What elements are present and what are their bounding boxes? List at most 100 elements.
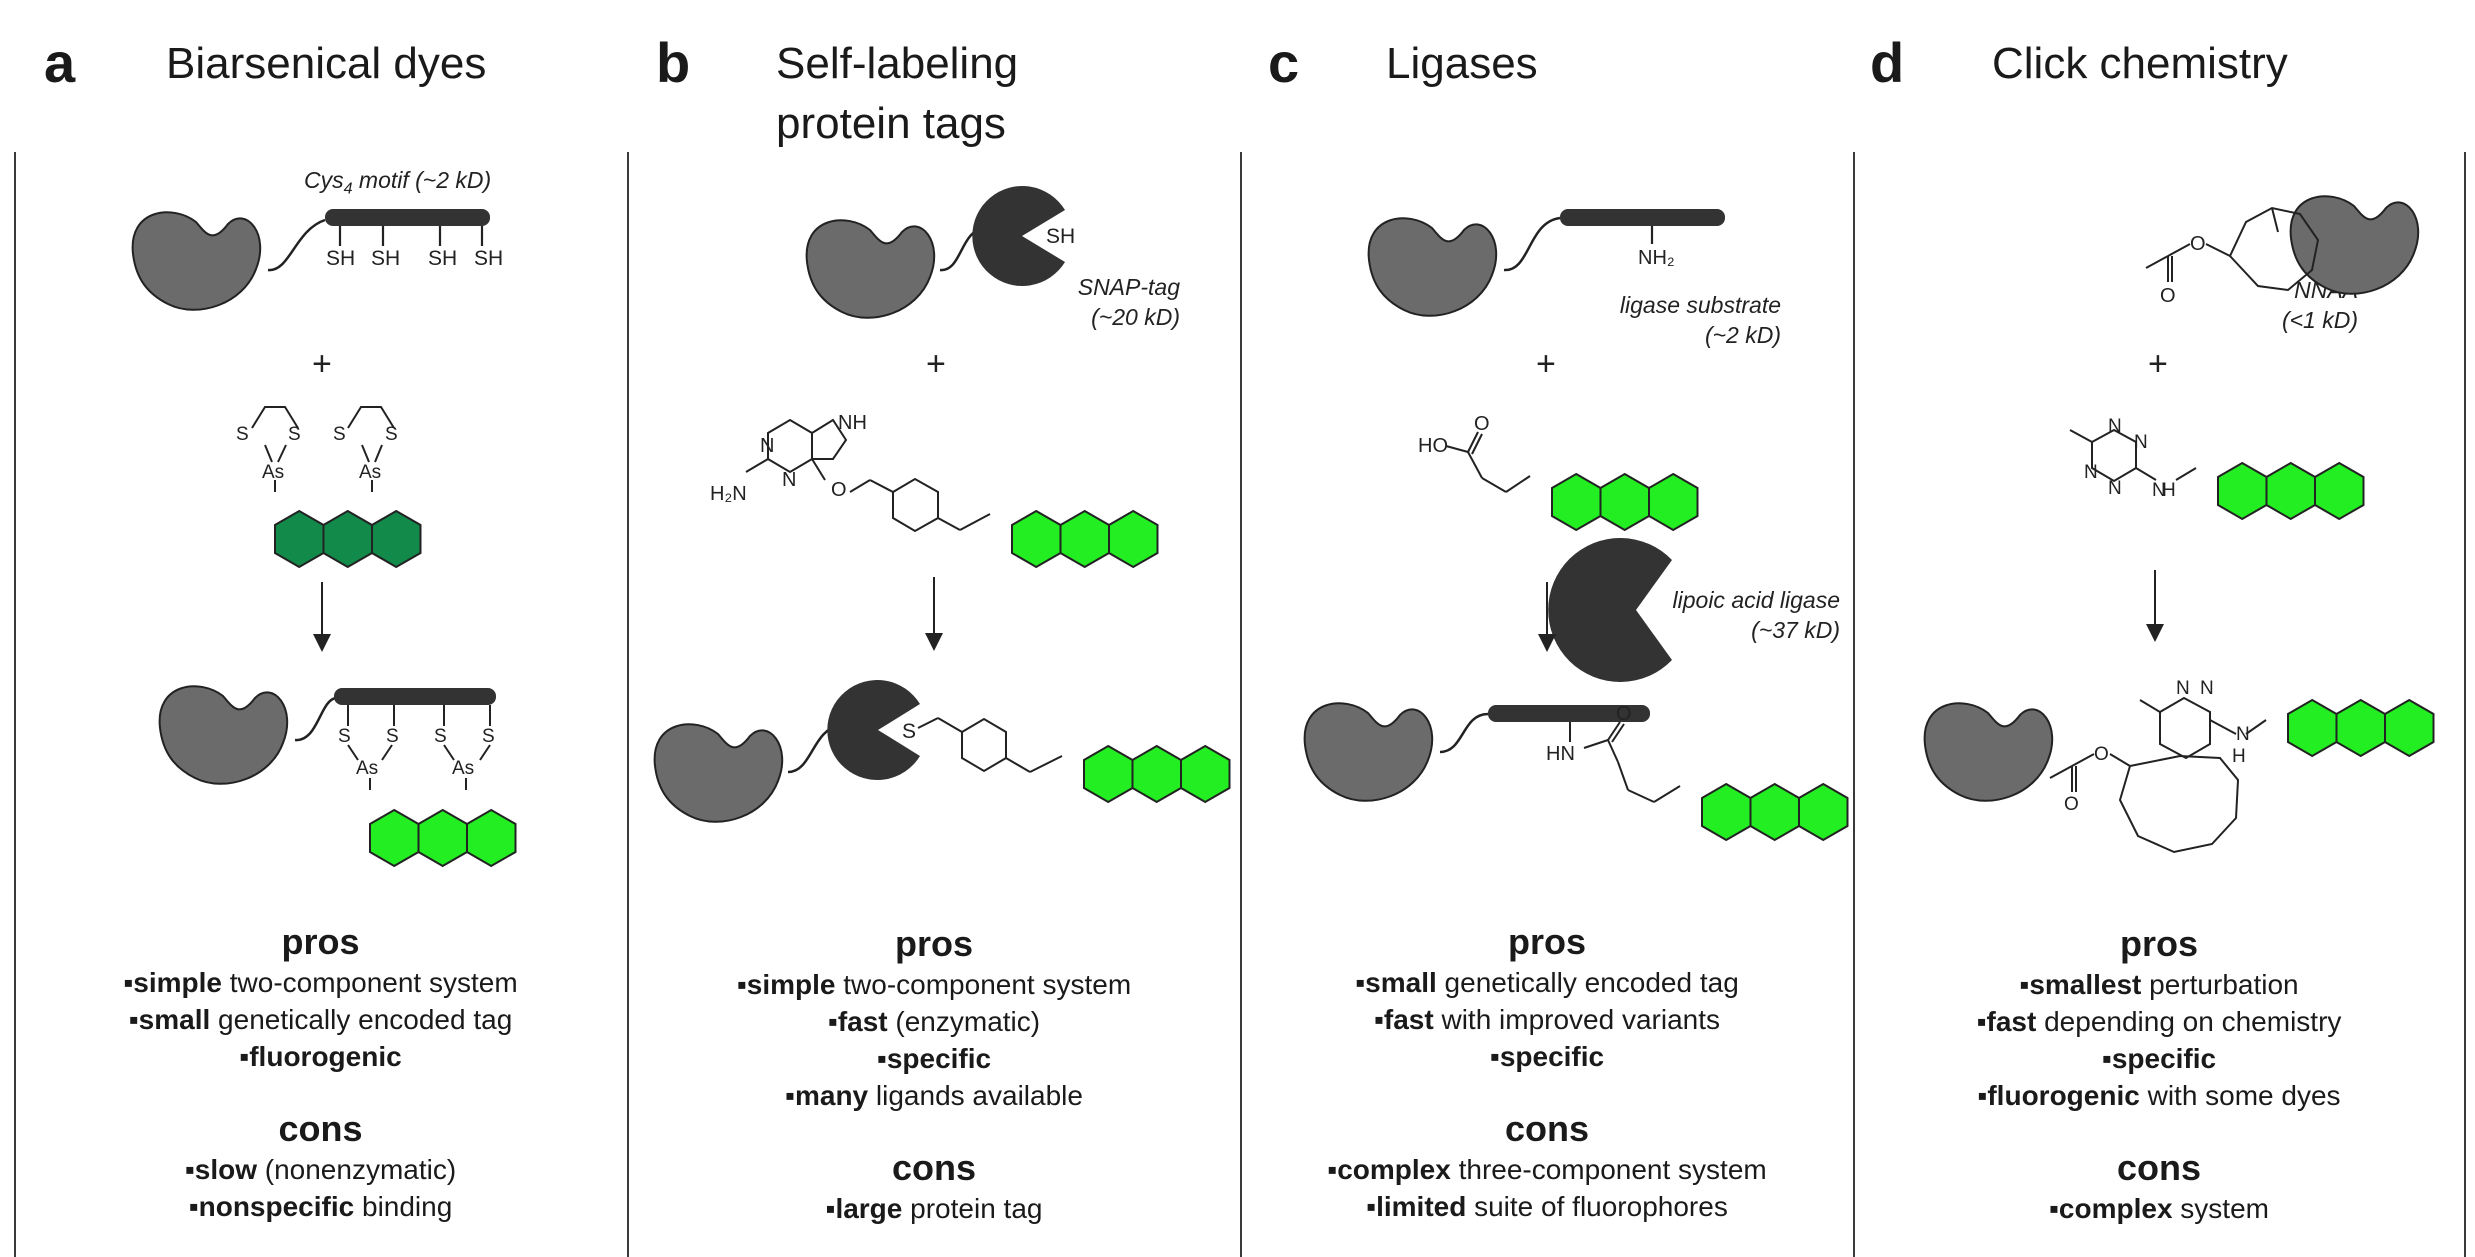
labeled-protein — [1923, 702, 2054, 802]
panel-a-pros-cons: pros ▪simple two-component system ▪small… — [14, 916, 627, 1225]
panel-b-pros-cons: pros ▪simple two-component system ▪fast … — [628, 918, 1240, 1227]
panel-title-b: Self-labeling protein tags — [776, 34, 1018, 154]
pro-item: ▪fluorogenic with some dyes — [1977, 1080, 2341, 1111]
pro-item: ▪specific — [876, 1043, 992, 1074]
panel-d-product: O O N N N H — [1923, 678, 2435, 854]
fluorophore-ring — [1180, 744, 1231, 804]
svg-text:O: O — [2094, 744, 2109, 765]
svg-text:SH: SH — [474, 247, 503, 270]
fluorophore-core — [274, 509, 422, 569]
cons-header: cons — [1504, 1108, 1590, 1149]
reaction-arrow — [1538, 582, 1556, 652]
plus-sign: + — [926, 345, 946, 383]
svg-text:N: N — [760, 435, 774, 457]
pro-item: ▪fluorogenic — [239, 1041, 402, 1072]
panel-letter-a: a — [44, 31, 76, 94]
target-protein — [2289, 195, 2420, 295]
svg-text:S: S — [236, 424, 249, 445]
fluorophore-ring — [1798, 782, 1849, 842]
bonds — [347, 705, 491, 790]
panel-letter-d: d — [1870, 31, 1905, 94]
panel-divider — [627, 152, 629, 1257]
click-product — [2049, 696, 2267, 854]
svg-text:SH: SH — [326, 247, 355, 270]
snap-tag-enzyme — [972, 186, 1065, 286]
panel-d-diagram: O O + N N N N N H — [2069, 195, 2420, 521]
panel-letter-c: c — [1268, 31, 1300, 94]
fluorophore-ring — [1108, 509, 1159, 569]
svg-text:As: As — [262, 462, 284, 483]
svg-text:N: N — [2176, 678, 2190, 699]
panel-c-diagram: NH₂ + HO O — [1367, 209, 1725, 683]
svg-text:As: As — [359, 462, 381, 483]
svg-text:HN: HN — [1546, 743, 1575, 765]
panel-c-pros-cons: pros ▪small genetically encoded tag ▪fas… — [1241, 916, 1853, 1225]
svg-text:S: S — [434, 726, 447, 747]
pro-item: ▪specific — [1489, 1041, 1605, 1072]
svg-text:As: As — [452, 758, 474, 779]
svg-text:H: H — [2162, 480, 2176, 501]
pro-item: ▪simple two-component system — [123, 967, 518, 998]
target-protein — [1367, 217, 1498, 317]
fluorophore-ring — [1648, 472, 1699, 532]
tetrazine-probe — [2069, 428, 2197, 483]
pro-item: ▪smallest perturbation — [2019, 969, 2299, 1000]
cys4-motif-label: Cys4 motif (~2 kD) — [304, 167, 492, 198]
svg-text:NH: NH — [838, 412, 867, 434]
svg-text:S: S — [338, 726, 351, 747]
cons-header: cons — [2116, 1147, 2202, 1188]
pro-item: ▪small genetically encoded tag — [128, 1004, 513, 1035]
labeled-protein — [653, 723, 784, 823]
svg-text:N: N — [782, 469, 796, 491]
fluorophore-ring — [2287, 698, 2338, 758]
svg-text:N: N — [2084, 462, 2098, 483]
plus-sign: + — [1536, 345, 1556, 383]
fluorophore-ring — [2314, 461, 2365, 521]
probe-linker — [1445, 431, 1531, 493]
con-item: ▪complex system — [2048, 1193, 2269, 1224]
svg-text:H₂N: H₂N — [710, 483, 747, 505]
svg-text:S: S — [902, 720, 916, 743]
plus-sign: + — [312, 345, 332, 383]
pros-header: pros — [894, 923, 973, 964]
cons-header: cons — [278, 1108, 363, 1149]
panel-title-b-line2: protein tags — [776, 99, 1006, 148]
pro-item: ▪fast with improved variants — [1373, 1004, 1721, 1035]
target-protein — [131, 211, 262, 311]
pro-item: ▪specific — [2101, 1043, 2217, 1074]
panel-divider — [1240, 152, 1242, 1257]
fluorophore-core — [1083, 744, 1231, 804]
snap-tag-enzyme — [827, 680, 920, 781]
svg-text:N: N — [2108, 478, 2122, 499]
fluorophore-core — [1011, 509, 1159, 569]
pros-header: pros — [281, 921, 360, 962]
svg-text:SH: SH — [371, 247, 400, 270]
svg-text:N: N — [2236, 724, 2250, 745]
panel-c-product: HN O — [1303, 702, 1849, 842]
svg-text:O: O — [2160, 285, 2176, 307]
svg-text:O: O — [2064, 794, 2079, 815]
panel-b-diagram: SH + NH N N H₂N O — [710, 186, 1159, 569]
labeled-protein — [1303, 702, 1434, 802]
panel-title-c: Ligases — [1386, 39, 1538, 88]
fluorophore-ring — [371, 509, 422, 569]
svg-text:H: H — [2232, 746, 2246, 767]
con-item: ▪complex three-component system — [1327, 1154, 1767, 1185]
linker — [267, 218, 326, 272]
reaction-arrow — [2146, 570, 2164, 642]
ligase-substrate-tag — [1560, 209, 1725, 226]
fluorophore-ring — [466, 808, 517, 868]
panel-divider — [14, 152, 16, 1257]
svg-text:HO: HO — [1418, 435, 1448, 457]
cys4-tag-bar — [334, 688, 496, 705]
snap-tag-label: SNAP-tag(~20 kD) — [1077, 274, 1180, 330]
fluorophore-core — [2217, 461, 2365, 521]
cys4-tag-bar — [325, 209, 490, 226]
panel-title-b-line1: Self-labeling — [776, 39, 1019, 88]
fluorophore-ring — [2335, 698, 2386, 758]
svg-text:N: N — [2108, 416, 2122, 437]
